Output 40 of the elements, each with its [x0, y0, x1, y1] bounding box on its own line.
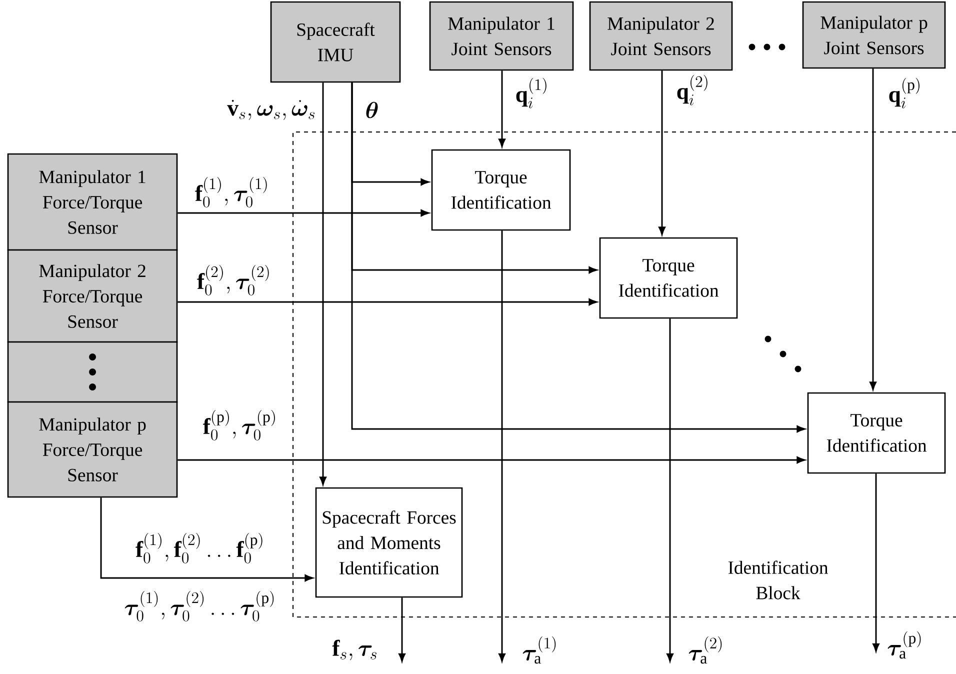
- arrow: [351, 82, 806, 432]
- signal-label: $\mathbf{f}_0^{(1)}, \bm{\tau}_0^{(1)}$: [195, 177, 267, 208]
- process-box: Torque Identification: [807, 392, 946, 474]
- arrow: [666, 318, 674, 662]
- arrow: [178, 456, 806, 464]
- signal-label: $\mathbf{q}_i^{(\mathrm{p})}$: [889, 78, 920, 108]
- signal-label: $\bm{\tau}_\mathrm{a}^{(2)}$: [688, 636, 722, 664]
- sensor-box: Manipulator p Joint Sensors: [802, 1, 946, 69]
- process-box: Torque Identification: [599, 237, 738, 319]
- arrow: [872, 474, 880, 652]
- arrow: [658, 70, 666, 236]
- process-box: Torque Identification: [431, 149, 571, 231]
- signal-label: $\mathbf{q}_i^{(1)}$: [516, 78, 546, 108]
- sensor-box: Manipulator 1 Force/Torque Sensor: [7, 153, 178, 251]
- arrow: [498, 230, 506, 662]
- signal-label: $\mathbf{f}_s, \bm{\tau}_s$: [332, 640, 376, 660]
- signal-label: $\mathbf{f}_0^{(2)}, \bm{\tau}_0^{(2)}$: [197, 265, 269, 296]
- sensor-box: Manipulator p Force/Torque Sensor: [7, 401, 178, 498]
- sensor-box: Spacecraft IMU: [270, 1, 401, 83]
- block-label: Identification Block: [728, 560, 828, 600]
- arrow: [100, 498, 314, 582]
- arrow: [398, 598, 406, 662]
- signal-label: $\bm{\tau}_\mathrm{a}^{(1)}$: [522, 636, 556, 664]
- signal-label: $\bm{\theta}$: [366, 102, 378, 118]
- signal-label: $\bm{\tau}_0^{(1)}, \bm{\tau}_0^{(2)} \ldots \bm{\tau}_0^{(\mathrm{p})}$: [124, 591, 274, 622]
- arrow: [870, 68, 876, 390]
- sensor-box: Manipulator 2 Force/Torque Sensor: [7, 249, 178, 343]
- sensor-box: Manipulator 2 Joint Sensors: [589, 1, 733, 71]
- signal-label: $\mathbf{f}_0^{(1)}, \mathbf{f}_0^{(2)} \ldots \mathbf{f}_0^{(\mathrm{p})}$: [136, 533, 262, 564]
- process-box: Spacecraft Forces and Moments Identification: [315, 487, 463, 598]
- signal-label: $\mathbf{f}_0^{(\mathrm{p})}, \bm{\tau}_0^{(\mathrm{p})}$: [203, 410, 275, 440]
- arrow: [178, 210, 430, 216]
- signal-label: $\bm{\tau}_\mathrm{a}^{(\mathrm{p})}$: [888, 631, 921, 659]
- signal-label: $\mathbf{q}_i^{(2)}$: [677, 74, 708, 106]
- sensor-box: Manipulator 1 Joint Sensors: [429, 1, 574, 71]
- arrow: [178, 298, 598, 306]
- arrow: [320, 82, 326, 486]
- sensor-box: [7, 341, 178, 403]
- arrow: [498, 70, 506, 148]
- signal-label: $\dot{\mathbf{v}}_s, \bm{\omega}_s, \dot{\bm{\omega}}_s$: [227, 100, 314, 120]
